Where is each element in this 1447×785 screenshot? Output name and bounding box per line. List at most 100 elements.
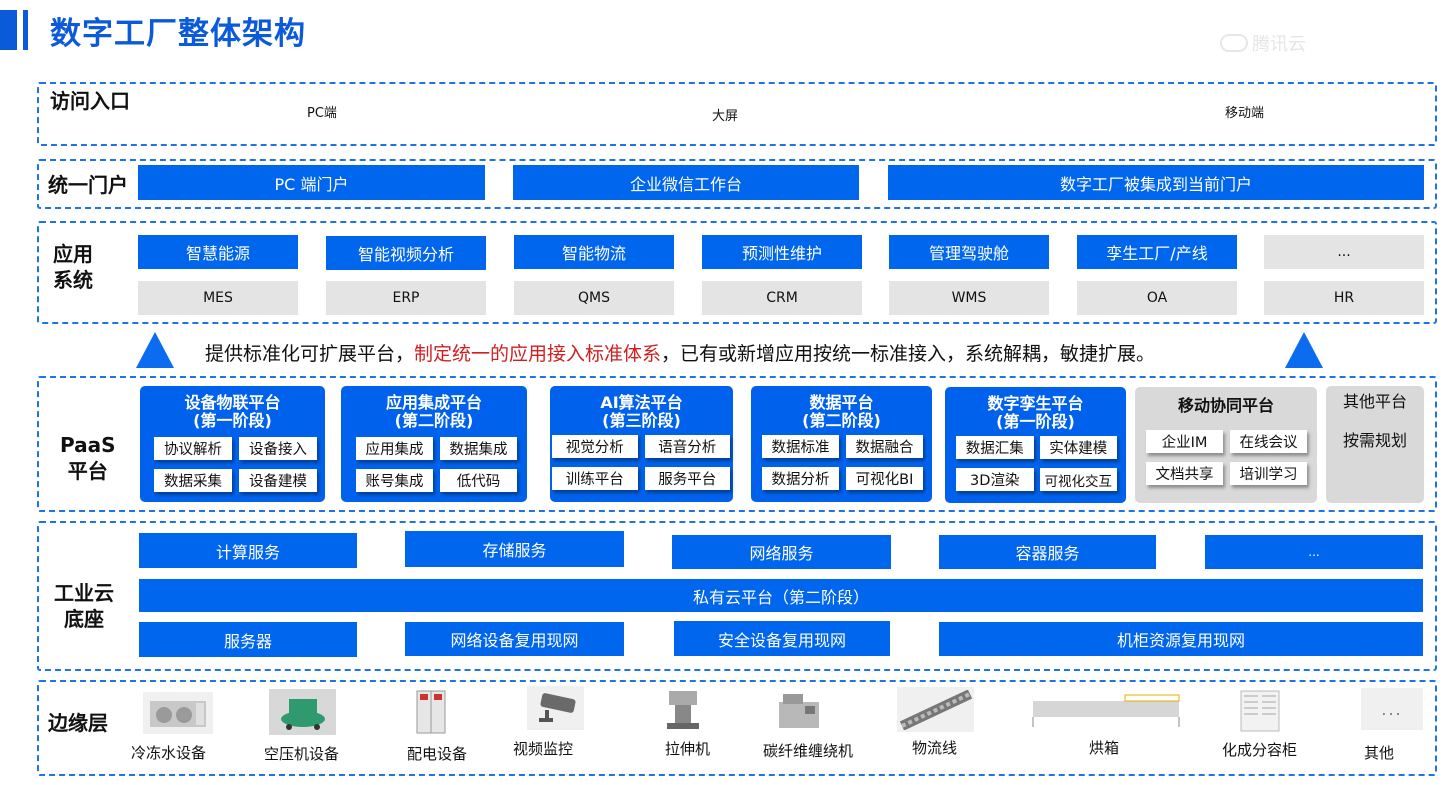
infra-security-device[interactable]: 安全设备复用现网 [674,621,890,656]
module-app-integration[interactable]: 应用集成 [356,437,433,460]
platform-data[interactable]: 数据平台 (第二阶段) 数据标准 数据融合 数据分析 可视化BI [751,386,932,502]
app-twin-factory[interactable]: 孪生工厂/产线 [1077,235,1237,269]
title-accent-bar [0,10,17,50]
module-service-platform[interactable]: 服务平台 [644,467,730,490]
module-low-code[interactable]: 低代码 [440,469,517,492]
paas-layer-label-line2: 平台 [67,459,108,483]
module-visual-interaction[interactable]: 可视化交互 [1039,468,1117,491]
platform-ai[interactable]: AI算法平台 (第三阶段) 视觉分析 语音分析 训练平台 服务平台 [550,386,733,502]
access-pc[interactable]: PC端 [307,106,337,121]
module-entity-modeling[interactable]: 实体建模 [1039,436,1117,459]
module-protocol-parse[interactable]: 协议解析 [154,437,232,460]
app-more[interactable]: ... [1264,235,1424,269]
device-logistics-line[interactable]: 物流线 [912,739,958,757]
module-data-standard[interactable]: 数据标准 [762,435,839,458]
platform-data-title: 数据平台 [809,393,874,412]
logistics-line-image [897,687,974,732]
sys-erp[interactable]: ERP [326,281,486,315]
access-mobile[interactable]: 移动端 [1225,106,1265,121]
module-3d-render[interactable]: 3D渲染 [956,468,1034,491]
sys-qms[interactable]: QMS [514,281,674,315]
platform-digital-twin-phase: (第一阶段) [996,412,1075,431]
platform-app-integration-title: 应用集成平台 [385,393,482,412]
device-power-distribution[interactable]: 配电设备 [407,745,468,763]
app-smart-energy[interactable]: 智慧能源 [138,235,298,269]
service-container[interactable]: 容器服务 [939,535,1156,569]
platform-app-integration[interactable]: 应用集成平台 (第二阶段) 应用集成 数据集成 账号集成 低代码 [341,386,527,502]
device-stretcher[interactable]: 拉伸机 [665,740,711,758]
air-compressor-image [269,689,336,735]
slogan: 提供标准化可扩展平台，制定统一的应用接入标准体系，已有或新增应用按统一标准接入，… [205,341,1155,367]
cloud-layer [37,521,1437,671]
device-oven[interactable]: 烘箱 [1089,739,1120,757]
private-cloud[interactable]: 私有云平台（第二阶段） [139,579,1423,612]
up-arrow-left-icon [136,332,174,368]
infra-network-device[interactable]: 网络设备复用现网 [405,622,624,656]
platform-data-phase: (第二阶段) [802,411,881,430]
sys-wms[interactable]: WMS [889,281,1049,315]
formation-cabinet-image [1237,689,1282,733]
platform-iot-phase: (第一阶段) [193,411,272,430]
app-layer-label: 应用 系统 [53,241,93,293]
service-compute[interactable]: 计算服务 [139,533,357,568]
platform-digital-twin-title: 数字孪生平台 [987,394,1084,413]
device-video-surveillance[interactable]: 视频监控 [513,740,574,758]
service-network[interactable]: 网络服务 [672,535,891,569]
device-chiller[interactable]: 冷冻水设备 [131,744,207,762]
module-online-meeting[interactable]: 在线会议 [1230,430,1307,453]
platform-mobile-collab[interactable]: 移动协同平台 企业IM 在线会议 文档共享 培训学习 [1135,387,1317,503]
module-training-learning[interactable]: 培训学习 [1230,462,1307,485]
stretcher-image [655,686,710,732]
module-visual-bi[interactable]: 可视化BI [846,467,923,490]
sys-mes[interactable]: MES [138,281,298,315]
module-training-platform[interactable]: 训练平台 [552,467,638,490]
slogan-highlight: 制定统一的应用接入标准体系 [414,343,662,365]
module-account-integration[interactable]: 账号集成 [356,469,433,492]
module-doc-share[interactable]: 文档共享 [1146,462,1223,485]
watermark-text: 腾讯云 [1252,34,1306,55]
portal-integrated[interactable]: 数字工厂被集成到当前门户 [888,165,1424,200]
platform-ai-phase: (第三阶段) [602,411,681,430]
more-devices-icon: ... [1361,688,1423,730]
module-device-access[interactable]: 设备接入 [239,437,317,460]
module-enterprise-im[interactable]: 企业IM [1146,430,1223,453]
service-more[interactable]: ... [1205,535,1423,569]
cloud-layer-label-line2: 底座 [64,607,104,631]
device-formation-cabinet[interactable]: 化成分容柜 [1222,741,1298,759]
module-data-analysis[interactable]: 数据分析 [762,467,839,490]
device-winding-machine[interactable]: 碳纤维缠绕机 [763,742,854,760]
slogan-part1: 提供标准化可扩展平台， [205,343,415,365]
app-smart-logistics[interactable]: 智能物流 [514,235,674,269]
more-dots: ... [1381,699,1403,719]
module-speech-analysis[interactable]: 语音分析 [644,435,730,458]
sys-crm[interactable]: CRM [702,281,862,315]
sys-hr[interactable]: HR [1264,281,1424,315]
module-data-fusion[interactable]: 数据融合 [846,435,923,458]
platform-digital-twin[interactable]: 数字孪生平台 (第一阶段) 数据汇集 实体建模 3D渲染 可视化交互 [945,387,1126,503]
winding-machine-image [773,689,824,735]
portal-layer-label: 统一门户 [48,173,128,197]
module-vision-analysis[interactable]: 视觉分析 [552,435,638,458]
app-mgmt-cockpit[interactable]: 管理驾驶舱 [889,235,1049,269]
platform-iot[interactable]: 设备物联平台 (第一阶段) 协议解析 设备接入 数据采集 设备建模 [140,386,325,502]
app-video-analysis[interactable]: 智能视频分析 [326,236,486,270]
portal-wecom[interactable]: 企业微信工作台 [513,165,859,200]
infra-cabinet[interactable]: 机柜资源复用现网 [939,622,1423,656]
cloud-layer-label: 工业云 底座 [54,580,114,632]
module-device-model[interactable]: 设备建模 [239,469,317,492]
platform-other[interactable]: 其他平台 按需规划 [1326,386,1424,503]
device-air-compressor[interactable]: 空压机设备 [264,745,340,763]
access-bigscreen[interactable]: 大屏 [712,109,739,124]
paas-layer-label-line1: PaaS [60,433,116,457]
app-predictive-maint[interactable]: 预测性维护 [702,235,862,269]
infra-server[interactable]: 服务器 [139,622,357,657]
portal-pc[interactable]: PC 端门户 [138,165,485,200]
module-data-integration[interactable]: 数据集成 [440,437,517,460]
module-data-aggregation[interactable]: 数据汇集 [956,436,1034,459]
up-arrow-right-icon [1285,332,1323,368]
service-storage[interactable]: 存储服务 [405,531,624,567]
edge-layer [37,680,1437,776]
module-data-collect[interactable]: 数据采集 [154,469,232,492]
sys-oa[interactable]: OA [1077,281,1237,315]
device-other[interactable]: 其他 [1364,744,1395,762]
